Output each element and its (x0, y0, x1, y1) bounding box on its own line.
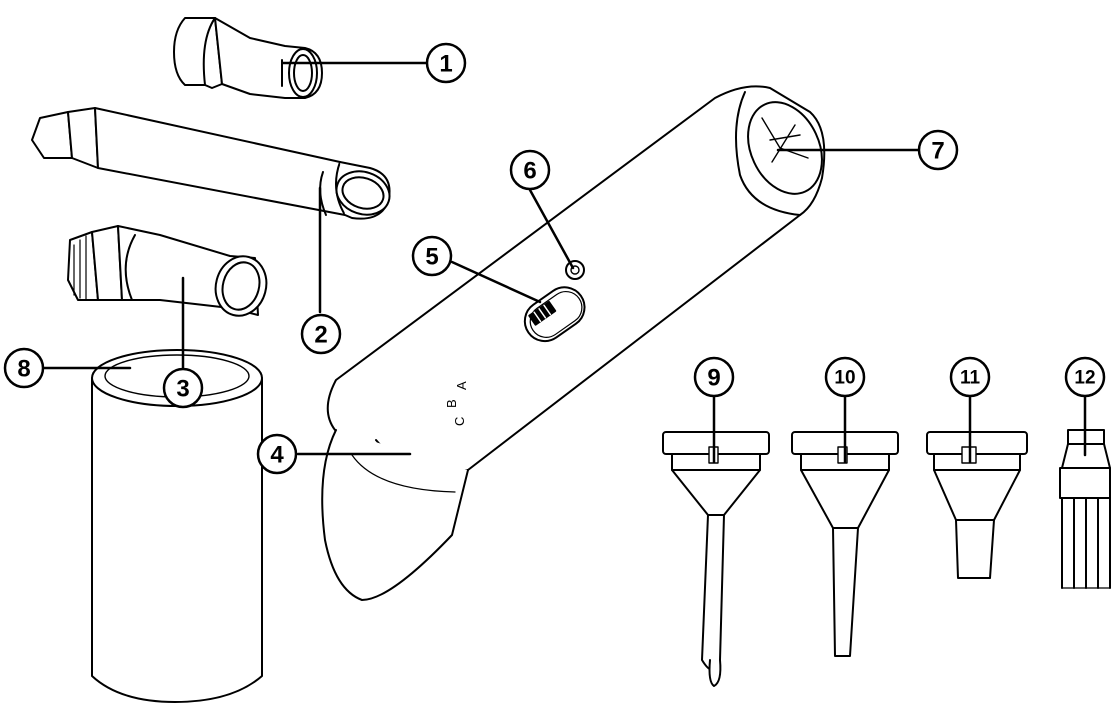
callout-10-label: 10 (834, 368, 855, 389)
body-mark-a: A (454, 381, 469, 390)
callout-3: 3 (162, 367, 204, 409)
callout-5: 5 (411, 235, 453, 277)
callout-12: 12 (1064, 356, 1106, 398)
callout-3-label: 3 (176, 376, 189, 403)
callout-7: 7 (917, 129, 959, 171)
callout-6-label: 6 (523, 158, 536, 185)
callout-1: 1 (425, 42, 467, 84)
callout-2-label: 2 (314, 322, 327, 349)
callout-10: 10 (824, 356, 866, 398)
callouts: 1 2 3 4 5 6 7 8 (3, 42, 1106, 475)
callout-8: 8 (3, 347, 45, 389)
callout-9: 9 (693, 356, 735, 398)
callout-5-label: 5 (425, 244, 438, 271)
part-extension-tube (31, 107, 391, 220)
part-main-body: A B C (321, 85, 826, 601)
part-nozzle-11 (926, 431, 1028, 579)
leader-line-5 (450, 260, 542, 304)
callout-6: 6 (509, 149, 551, 191)
callout-11: 11 (949, 356, 991, 398)
part-adapter-nozzle (173, 17, 323, 99)
part-mini-brush (1059, 429, 1111, 589)
callout-1-label: 1 (439, 51, 452, 78)
part-nozzle-10 (791, 431, 899, 657)
callout-12-label: 12 (1074, 368, 1095, 389)
part-nozzle-9 (662, 431, 770, 687)
callout-4-label: 4 (270, 442, 284, 469)
body-mark-b: B (444, 399, 459, 408)
part-cup-container (91, 349, 263, 703)
callout-11-label: 11 (960, 368, 981, 389)
callout-9-label: 9 (707, 365, 720, 392)
callout-2: 2 (300, 313, 342, 355)
part-brush-nozzle (67, 225, 268, 317)
body-mark-c: C (452, 417, 467, 426)
callout-8-label: 8 (17, 356, 30, 383)
alignment-marks: A B C (444, 381, 469, 426)
leader-lines (40, 61, 1087, 464)
battery-indicator-icon (528, 300, 557, 326)
leader-line-6 (528, 188, 575, 270)
callout-4: 4 (256, 433, 298, 475)
callout-7-label: 7 (931, 138, 944, 165)
